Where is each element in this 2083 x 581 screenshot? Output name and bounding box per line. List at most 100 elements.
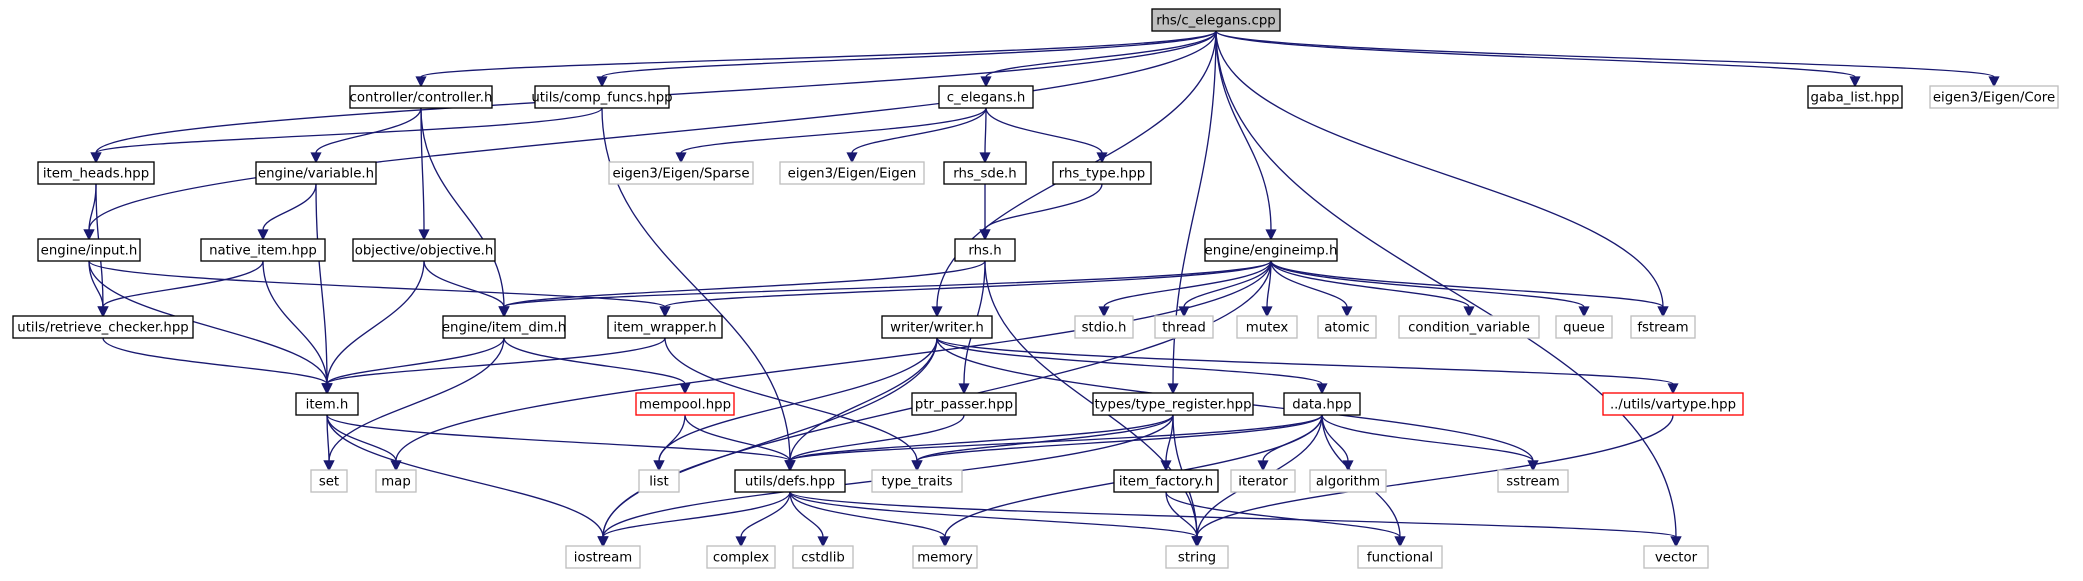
edge-arrowhead	[784, 460, 796, 472]
edge-line	[503, 260, 1272, 308]
edge-item_dim_h-to-mempool_hpp	[503, 337, 691, 395]
edge-defs_hpp-to-memory	[789, 491, 951, 548]
node-box	[1602, 392, 1744, 416]
edge-arrowhead	[1670, 536, 1682, 548]
node-box	[1165, 545, 1229, 569]
edge-arrowhead	[1191, 536, 1203, 548]
node-ptr-passer-hpp[interactable]: ptr_passer.hpp	[911, 392, 1017, 416]
edge-comp_funcs_hpp-to-item_heads_hpp	[90, 107, 603, 164]
edge-line	[423, 260, 505, 308]
node-data-hpp[interactable]: data.hpp	[1283, 392, 1361, 416]
node-label: engine/variable.h	[258, 167, 374, 182]
node-eigen-core: eigen3/Eigen/Core	[1929, 85, 2059, 109]
node-box	[1807, 85, 1903, 109]
node-label: eigen3/Eigen/Eigen	[788, 167, 917, 182]
edge-engineimp_h-to-stdio_h	[1098, 260, 1272, 318]
node-rhs-type-hpp[interactable]: rhs_type.hpp	[1052, 161, 1152, 185]
edge-line	[1215, 30, 1664, 308]
node-box	[534, 85, 670, 109]
edge-arrowhead	[1667, 383, 1679, 395]
node-controller-h[interactable]: controller/controller.h	[349, 85, 493, 109]
node-box	[881, 315, 993, 339]
node-rhs-sde-h[interactable]: rhs_sde.h	[943, 161, 1027, 185]
edge-arrowhead	[1341, 306, 1353, 318]
edge-line	[658, 337, 938, 462]
node-label: item.h	[306, 398, 349, 413]
node-engineimp-h[interactable]: engine/engineimp.h	[1204, 238, 1338, 262]
edge-line	[602, 337, 938, 538]
node-c-elegans-h[interactable]: c_elegans.h	[938, 85, 1034, 109]
node-variable-h[interactable]: engine/variable.h	[255, 161, 377, 185]
node-item-dim-h[interactable]: engine/item_dim.h	[442, 315, 566, 339]
node-label: iterator	[1238, 475, 1288, 490]
node-memory: memory	[912, 545, 978, 569]
edge-arrowhead	[931, 306, 943, 318]
edge-line	[262, 183, 317, 231]
node-mempool-hpp[interactable]: mempool.hpp	[635, 392, 735, 416]
node-item-wrapper-h[interactable]: item_wrapper.h	[607, 315, 723, 339]
edge-data_hpp-to-sstream	[1321, 414, 1539, 472]
edge-arrowhead	[418, 229, 430, 241]
edge-data_hpp-to-defs_hpp	[784, 414, 1323, 472]
node-box	[37, 238, 141, 262]
edge-c_elegans_h-to-eigen_eigen	[846, 107, 987, 164]
node-label: complex	[713, 551, 769, 566]
node-box	[1309, 469, 1387, 493]
edge-line	[326, 414, 397, 462]
edge-rhs_h-to-item_dim_h	[498, 260, 986, 318]
node-stdio-h: stdio.h	[1074, 315, 1134, 339]
edge-line	[88, 260, 666, 308]
node-item-heads-hpp[interactable]: item_heads.hpp	[37, 161, 155, 185]
node-box	[635, 392, 735, 416]
node-item-factory-h[interactable]: item_factory.h	[1113, 469, 1219, 493]
node-input-h[interactable]: engine/input.h	[37, 238, 141, 262]
edge-line	[684, 414, 791, 462]
node-box	[1398, 315, 1540, 339]
node-box	[255, 161, 377, 185]
node-type-register-hpp[interactable]: types/type_register.hpp	[1092, 392, 1254, 416]
node-defs-hpp[interactable]: utils/defs.hpp	[734, 469, 846, 493]
edge-writer_h-to-vartype_hpp	[936, 337, 1679, 395]
node-box	[1052, 161, 1152, 185]
node-objective-h[interactable]: objective/objective.h	[352, 238, 496, 262]
node-box	[943, 161, 1027, 185]
node-label: types/type_register.hpp	[1094, 398, 1251, 413]
node-algorithm: algorithm	[1309, 469, 1387, 493]
edge-line	[315, 107, 422, 154]
node-box	[1929, 85, 2059, 109]
node-native-item-hpp[interactable]: native_item.hpp	[200, 238, 326, 262]
node-label: mutex	[1246, 321, 1289, 336]
edge-line	[985, 30, 1217, 78]
node-thread: thread	[1154, 315, 1214, 339]
edge-defs_hpp-to-iostream	[597, 491, 791, 548]
node-comp-funcs-hpp[interactable]: utils/comp_funcs.hpp	[531, 85, 673, 109]
node-label: vector	[1655, 551, 1698, 566]
node-complex: complex	[706, 545, 776, 569]
edge-arrowhead	[1178, 306, 1190, 318]
node-box	[295, 392, 359, 416]
node-rhs-h[interactable]: rhs.h	[954, 238, 1016, 262]
edge-arrowhead	[1578, 306, 1590, 318]
node-box	[1283, 392, 1361, 416]
node-box	[779, 161, 925, 185]
nodes-layer: rhs/c_elegans.cpp controller/controller.h…	[12, 8, 2059, 569]
node-box	[1113, 469, 1219, 493]
node-eigen-eigen: eigen3/Eigen/Eigen	[779, 161, 925, 185]
node-box	[37, 161, 155, 185]
edge-line	[740, 491, 791, 538]
node-list: list	[638, 469, 680, 493]
node-vector: vector	[1643, 545, 1709, 569]
node-writer-h[interactable]: writer/writer.h	[881, 315, 993, 339]
node-box	[638, 469, 680, 493]
node-item-h[interactable]: item.h	[295, 392, 359, 416]
node-gaba-list-hpp[interactable]: gaba_list.hpp	[1807, 85, 1903, 109]
edge-arrowhead	[1098, 306, 1110, 318]
node-vartype-hpp[interactable]: ../utils/vartype.hpp	[1602, 392, 1744, 416]
edge-arrowhead	[1265, 229, 1277, 241]
node-box	[1555, 315, 1613, 339]
node-rhs-c-elegans-cpp[interactable]: rhs/c_elegans.cpp	[1151, 8, 1281, 32]
edge-variable_h-to-item_h	[315, 183, 333, 395]
edge-arrowhead	[958, 383, 970, 395]
edge-line	[326, 414, 330, 462]
node-retrieve-checker-hpp[interactable]: utils/retrieve_checker.hpp	[12, 315, 194, 339]
